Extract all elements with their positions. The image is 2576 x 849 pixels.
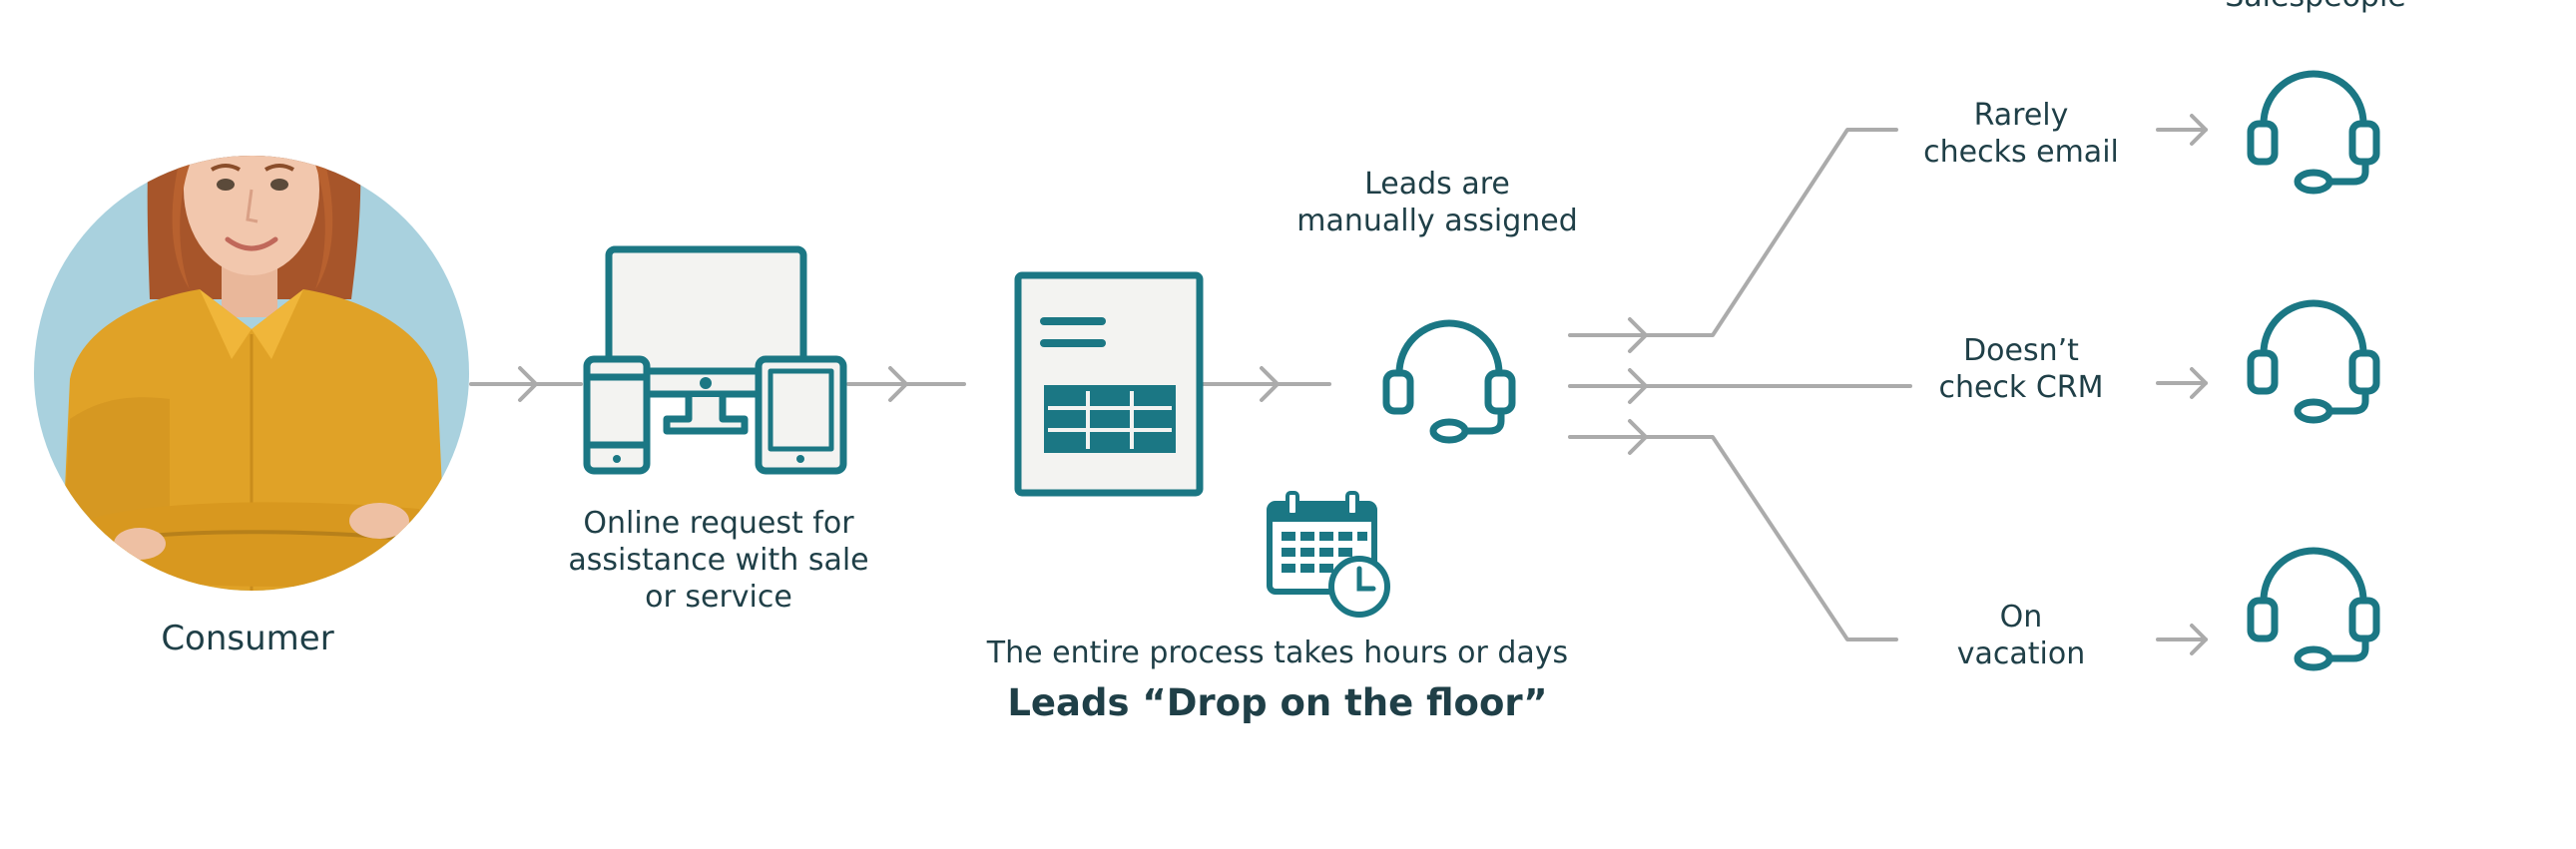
branch-rarely-checks-email [1568,128,1898,353]
connector-form-to-assigner [1201,366,1331,402]
leads-drop-emphasis: Leads “Drop on the floor” [1007,681,1548,724]
salespeople-title: Salespeople [2166,0,2465,15]
consumer-photo [34,156,469,591]
reason-rarely-checks-email: Rarely checks email [1923,98,2119,170]
process-duration-text: The entire process takes hours or days [986,636,1569,670]
reason-doesnt-check-crm: Doesn’t check CRM [1938,333,2104,405]
connector-consumer-to-devices [469,366,583,402]
salesperson-headset-icon-1 [2247,70,2380,195]
headset-icon-assigner [1382,319,1516,444]
form-table-icon [1014,271,1204,497]
manual-assignment-caption: Leads are manually assigned [1296,167,1578,238]
branch-on-vacation [1568,419,1898,641]
salesperson-headset-icon-3 [2247,547,2380,671]
arrow-to-salesperson-1 [2156,114,2208,146]
devices-icon [583,245,847,475]
calendar-clock-icon [1267,491,1390,618]
reason-on-vacation: On vacation [1956,600,2086,671]
connector-devices-to-form [846,366,966,402]
arrow-to-salesperson-2 [2156,367,2208,399]
online-request-label: Online request for assistance with sale … [568,506,869,615]
arrow-to-salesperson-3 [2156,624,2208,655]
consumer-label: Consumer [161,619,334,658]
branch-doesnt-check-crm [1568,368,1912,404]
connectors [469,114,2208,655]
salesperson-headset-icon-2 [2247,299,2380,424]
